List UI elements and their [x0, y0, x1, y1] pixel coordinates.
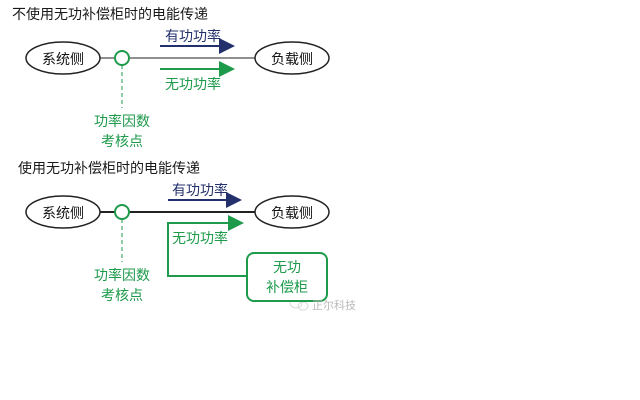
bottom-pf-label-line2: 考核点 — [101, 288, 143, 304]
top-reactive-power-label: 无功功率 — [165, 77, 221, 93]
cabinet-label-line2: 补偿柜 — [266, 280, 308, 296]
bottom-diagram — [25, 192, 330, 277]
top-pf-label-line1: 功率因数 — [94, 114, 150, 130]
bottom-measure-point — [114, 204, 130, 220]
bottom-pf-check-label: 功率因数 考核点 — [82, 266, 162, 306]
bottom-pf-label-line1: 功率因数 — [94, 268, 150, 284]
cabinet-label-line1: 无功 — [273, 260, 301, 276]
bottom-reactive-power-label: 无功功率 — [172, 231, 228, 247]
bottom-active-power-label: 有功功率 — [172, 183, 228, 199]
top-pf-check-label: 功率因数 考核点 — [82, 112, 162, 152]
watermark-text: 正尔科技 — [312, 299, 356, 312]
top-pf-label-line2: 考核点 — [101, 134, 143, 150]
reactive-compensation-cabinet: 无功 补偿柜 — [246, 252, 328, 302]
top-load-label: 负载侧 — [271, 52, 313, 68]
top-measure-point — [114, 50, 130, 66]
top-source-label: 系统侧 — [42, 52, 84, 68]
bottom-load-label: 负载侧 — [271, 206, 313, 222]
top-diagram — [25, 38, 330, 108]
bottom-reactive-power-path — [167, 215, 246, 277]
top-active-power-label: 有功功率 — [165, 29, 221, 45]
top-diagram-title: 不使用无功补偿柜时的电能传递 — [12, 7, 208, 23]
bottom-diagram-title: 使用无功补偿柜时的电能传递 — [18, 161, 200, 177]
bottom-source-label: 系统侧 — [42, 206, 84, 222]
